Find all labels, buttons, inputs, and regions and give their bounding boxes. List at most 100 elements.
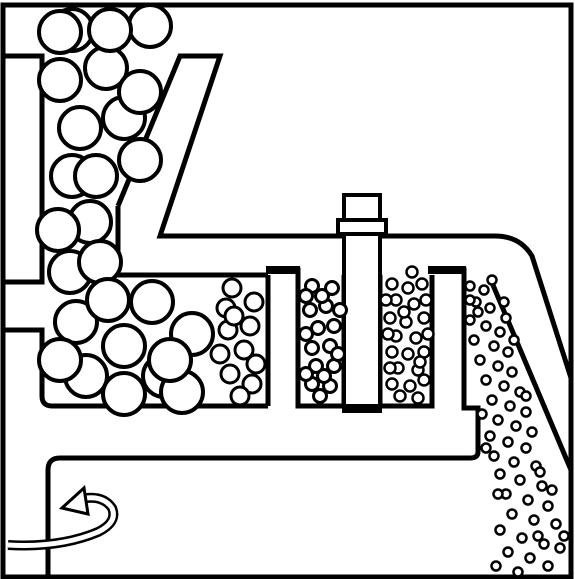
outlet-particles-circle — [486, 304, 495, 313]
chamber3-particles-circle — [387, 379, 398, 390]
outlet-particles-circle — [482, 322, 491, 331]
outlet-particles-circle — [496, 470, 505, 479]
chamber3-particles-circle — [385, 363, 396, 374]
chamber2-particles-circle — [328, 320, 341, 333]
chamber3-particles-circle — [403, 349, 414, 360]
chamber2-particles-circle — [332, 348, 345, 361]
chamber3-particles-circle — [405, 381, 416, 392]
outlet-particles-circle — [492, 562, 501, 571]
chamber3-particles-circle — [399, 307, 410, 318]
chamber1-small-particles-circle — [225, 307, 243, 325]
outlet-particles-circle — [508, 510, 517, 519]
feed-large-particles-circle — [131, 281, 173, 323]
outlet-particles-circle — [504, 548, 513, 557]
chamber3-particles-circle — [381, 295, 392, 306]
outlet-particles-circle — [528, 428, 537, 437]
chamber1-small-particles-circle — [247, 355, 265, 373]
chamber2-particles-circle — [316, 290, 329, 303]
rotation-arrow-icon — [8, 488, 113, 545]
chamber3-particles-circle — [387, 347, 398, 358]
chamber3-particles-circle — [395, 391, 406, 402]
outlet-particles-circle — [556, 544, 565, 553]
feed-large-particles-circle — [119, 71, 161, 113]
feed-large-particles-circle — [59, 107, 101, 149]
chamber1-small-particles-circle — [221, 365, 239, 383]
chamber2-particles-circle — [300, 328, 313, 341]
chamber3-particles-circle — [403, 283, 414, 294]
chamber2-particles-circle — [318, 370, 331, 383]
outlet-particles-circle — [478, 410, 487, 419]
chamber1-small-particles-circle — [223, 279, 241, 297]
chamber2-particles-circle — [314, 390, 327, 403]
outlet-particles-circle — [536, 468, 545, 477]
feed-large-particles-circle — [103, 325, 145, 367]
outlet-particles-circle — [548, 486, 557, 495]
chamber3-particles-circle — [411, 333, 422, 344]
chamber1-small-particles-circle — [245, 293, 263, 311]
outlet-particles-circle — [496, 526, 505, 535]
outlet-particles-circle — [490, 452, 499, 461]
feed-large-particles-circle — [39, 339, 81, 381]
outlet-particles-circle — [490, 342, 499, 351]
chamber3-particles-circle — [407, 267, 418, 278]
outlet-particles-circle — [494, 490, 503, 499]
outlet-particles-circle — [522, 444, 531, 453]
outlet-particles-circle — [482, 376, 491, 385]
outlet-particles-circle — [538, 482, 547, 491]
outlet-particles-circle — [482, 444, 491, 453]
outlet-particles-circle — [494, 362, 503, 371]
outlet-particles-circle — [518, 534, 527, 543]
feed-large-particles-circle — [87, 279, 129, 321]
feed-large-particles-circle — [119, 139, 161, 181]
outlet-particles-circle — [474, 308, 483, 317]
outlet-particles-circle — [486, 432, 495, 441]
outlet-particles-circle — [522, 408, 531, 417]
chamber2-particles-circle — [300, 290, 313, 303]
feed-large-particles-circle — [37, 209, 79, 251]
left-wall-lower — [3, 330, 42, 390]
outlet-particles-circle — [510, 336, 519, 345]
feed-large-particles-circle — [103, 373, 145, 415]
outlet-particles-circle — [500, 298, 509, 307]
chamber3-particles-circle — [409, 299, 420, 310]
outlet-particles-circle — [506, 402, 515, 411]
outlet-particles-circle — [510, 458, 519, 467]
chamber3-particles-circle — [413, 393, 424, 404]
chamber3-particles-circle — [415, 357, 426, 368]
chamber3-particles-circle — [385, 313, 396, 324]
outlet-particles-circle — [524, 496, 533, 505]
outlet-particles-circle — [476, 356, 485, 365]
outlet-particles-circle — [534, 532, 543, 541]
outlet-particles-circle — [552, 520, 561, 529]
feed-large-particles-circle — [149, 339, 191, 381]
chamber2-particles-circle — [300, 368, 313, 381]
outlet-particles-circle — [514, 568, 523, 577]
outlet-particles-circle — [502, 314, 511, 323]
chamber3-particles-circle — [417, 279, 428, 290]
feed-large-particles-circle — [75, 155, 117, 197]
outlet-particles-circle — [488, 396, 497, 405]
chamber2-particles-circle — [304, 304, 317, 317]
outlet-particles-circle — [526, 554, 535, 563]
particles-layer — [37, 5, 569, 577]
outlet-particles-circle — [480, 286, 489, 295]
outlet-particles-circle — [504, 348, 513, 357]
chamber3-particles-circle — [419, 313, 430, 324]
outlet-particles-circle — [544, 502, 553, 511]
feed-large-particles-circle — [129, 5, 171, 47]
chamber1-small-particles-circle — [231, 387, 249, 405]
feed-large-particles-circle — [89, 9, 131, 51]
feed-large-particles-circle — [39, 59, 81, 101]
central-shaft — [338, 195, 386, 412]
outlet-particles-circle — [470, 336, 479, 345]
outlet-particles-circle — [466, 316, 475, 325]
chamber2-cap-left — [266, 266, 300, 274]
outlet-particles-circle — [488, 276, 497, 285]
outlet-particles-circle — [466, 282, 475, 291]
chamber3-particles-circle — [419, 375, 430, 386]
chamber3-particles-circle — [383, 329, 394, 340]
outlet-particles-circle — [466, 296, 475, 305]
outlet-particles-circle — [516, 476, 525, 485]
